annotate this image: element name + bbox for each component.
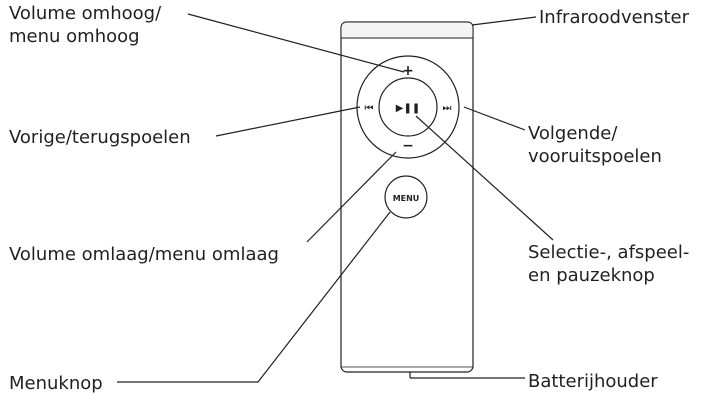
label-select-play-line1: Selectie-, afspeel- — [528, 242, 690, 263]
previous-icon: ⏮ — [365, 103, 374, 114]
next-icon: ⏭ — [443, 103, 452, 114]
menu-button[interactable] — [384, 175, 428, 219]
label-volume-up: Volume omhoog/ menu omhoog — [9, 2, 161, 48]
leader-infrared — [471, 16, 537, 26]
label-volume-up-line1: Volume omhoog/ — [9, 3, 162, 24]
leader-next — [463, 106, 526, 131]
menu-button-label: MENU — [393, 194, 420, 203]
label-battery: Batterijhouder — [528, 371, 658, 392]
label-next-line1: Volgende/ — [528, 123, 618, 144]
label-next-line2: vooruitspoelen — [528, 146, 662, 167]
play-pause-icon: ▶❚❚ — [396, 103, 420, 114]
label-volume-down: Volume omlaag/menu omlaag — [9, 244, 279, 265]
leader-volume-up — [187, 13, 405, 73]
label-select-play-line2: en pauzeknop — [528, 265, 655, 286]
volume-up-symbol: + — [402, 63, 414, 79]
infrared-window — [340, 21, 474, 39]
label-previous: Vorige/terugspoelen — [9, 127, 191, 148]
label-select-play: Selectie-, afspeel- en pauzeknop — [528, 241, 689, 287]
label-infrared: Infraroodvenster — [539, 7, 689, 28]
label-volume-up-line2: menu omhoog — [9, 26, 140, 47]
leader-previous — [215, 106, 361, 137]
label-next: Volgende/ vooruitspoelen — [528, 122, 662, 168]
leader-volume-down — [306, 151, 397, 243]
leader-menu-button — [117, 211, 391, 383]
label-menu-button: Menuknop — [9, 373, 103, 394]
leader-select-play — [415, 115, 554, 241]
volume-down-symbol: − — [402, 138, 414, 154]
